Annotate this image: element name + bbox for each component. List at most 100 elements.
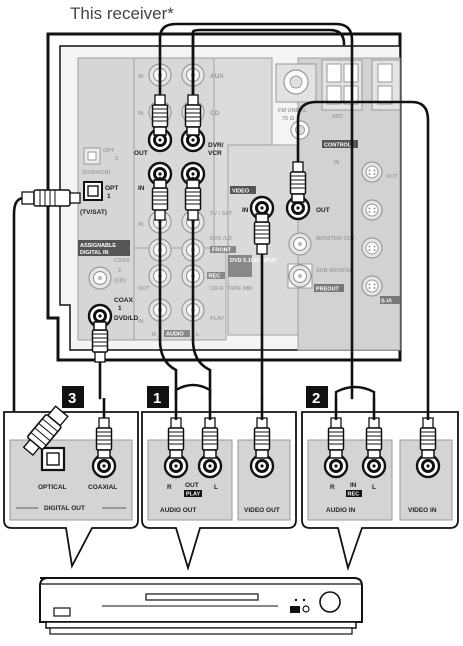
dvd-ld-front-label: DVD /LD <box>210 236 232 242</box>
rec-label: REC <box>209 274 221 280</box>
cable-1-left <box>158 176 178 400</box>
audio-in-l-label: L <box>372 484 376 491</box>
step-2-badge <box>306 386 328 408</box>
cdr-out-label: OUT <box>138 286 150 292</box>
aux-in-label: IN <box>138 74 144 80</box>
opt-2-label: OPT <box>103 148 115 154</box>
opt-1-label: OPT <box>105 185 118 192</box>
coax-dvd-ld-label: DVD/LD <box>114 315 139 322</box>
coax-2-label: COAX <box>114 258 130 264</box>
receiver-rear-panel: FM UNBAL 75 Ω ANT CONTROL IN OUT S-VI MO… <box>46 32 402 362</box>
s-video-jack-4 <box>361 275 383 297</box>
plug-audio-in-l <box>365 417 383 459</box>
opt-1-num: 1 <box>107 193 111 200</box>
opt-2-num: 2 <box>115 156 118 162</box>
opt-dvr-vcr-label: (DVR/VCR) <box>82 170 111 176</box>
preout-label: PREOUT <box>316 287 340 293</box>
cable-1-bridge <box>174 383 212 400</box>
front-panel-slot <box>290 606 300 613</box>
plug-audio-out-l <box>201 417 219 459</box>
tv-sat-label: TV / SAT <box>210 211 233 217</box>
plug-video-out-player <box>253 417 271 459</box>
monitor-out-label: MONITOR OUT <box>316 236 356 242</box>
front-label: FRONT <box>212 248 232 254</box>
audio-in-rec-label: REC <box>348 492 360 498</box>
panel-cable-stubs <box>174 398 430 420</box>
aux-label: AUX <box>210 73 224 80</box>
cable-video-2 <box>296 100 430 400</box>
plug-optical-player <box>22 405 69 457</box>
dvd-recorder-device <box>39 577 363 635</box>
fm-ohm-label: 75 Ω <box>282 116 295 122</box>
cable-2-extra <box>191 28 346 112</box>
step-badges: 3 1 2 <box>62 386 328 408</box>
audio-r-label: R <box>152 332 156 338</box>
dvr-vcr-label-bottom: VCR <box>208 150 222 157</box>
coax-cd-label: (CD) <box>114 278 126 284</box>
cd-label: CD <box>210 110 220 117</box>
audio-label: AUDIO <box>166 332 184 338</box>
video-label: VIDEO <box>232 189 250 195</box>
cdr-in-label: IN <box>138 319 144 325</box>
s-video-out-label: OUT <box>386 174 398 180</box>
digital-out-label: DIGITAL OUT <box>44 505 85 512</box>
video-out-label: OUT <box>316 207 330 214</box>
dvd-51ch-input-label: DVD 5.1CH INPUT <box>230 258 277 264</box>
power-button <box>53 607 71 617</box>
receiver-plugs <box>21 94 307 363</box>
video-in-panel-label: VIDEO IN <box>408 507 437 514</box>
audio-out-play-label: PLAY <box>186 492 200 498</box>
plug-coax-1 <box>91 321 109 363</box>
plug-audio-in-r <box>327 417 345 459</box>
s-video-label: S-VI <box>381 299 392 305</box>
panel-digital-out: OPTICAL COAXIAL DIGITAL OUT <box>3 398 139 569</box>
dvr-vcr-in-label: IN <box>138 185 145 192</box>
control-in-label: IN <box>334 160 340 166</box>
plug-dvr-in-l <box>184 179 202 221</box>
fm-unbal-label: FM UNBAL <box>278 108 307 114</box>
opt-tv-sat-label: (TV/SAT) <box>80 209 107 216</box>
audio-in-label: AUDIO IN <box>326 507 356 514</box>
coax-2-jack <box>88 266 112 290</box>
tv-sat-in-label: IN <box>138 222 144 228</box>
step-3-badge <box>62 386 84 408</box>
audio-in-r-label: R <box>330 484 335 491</box>
dvr-vcr-out-label: OUT <box>134 150 148 157</box>
coax-1-label: COAX <box>114 297 133 304</box>
optical-label: OPTICAL <box>38 484 67 491</box>
step-2-label: 2 <box>312 390 320 407</box>
monitor-out-jack <box>288 232 312 256</box>
volume-knob <box>319 591 341 613</box>
coaxial-label: COAXIAL <box>88 484 117 491</box>
audio-in-in-label: IN <box>350 482 357 489</box>
ant-label: ANT <box>332 114 344 120</box>
plug-dvr-out-r <box>151 94 169 136</box>
coax-1-num: 1 <box>118 305 122 312</box>
dvr-vcr-label-top: DVR/ <box>208 142 224 149</box>
cable-2-left <box>158 22 354 400</box>
assignable-label: ASSIGNABLE <box>80 243 116 249</box>
panel-audio-video-out: R OUT PLAY L AUDIO OUT VIDEO OUT <box>141 411 297 572</box>
step-1-label: 1 <box>153 390 161 407</box>
s-video-jack-2 <box>361 199 383 221</box>
cable-1-right <box>191 176 212 400</box>
cable-2-bridge <box>334 385 376 400</box>
step-3-label: 3 <box>68 390 76 407</box>
step-1-badge <box>147 386 169 408</box>
audio-out-l-label: L <box>214 484 218 491</box>
control-label: CONTROL <box>324 143 352 149</box>
cable-optical-3 <box>12 196 26 432</box>
panel-audio-video-in: R IN REC L AUDIO IN VIDEO IN <box>301 411 459 572</box>
video-out-panel-label: VIDEO OUT <box>244 507 280 514</box>
audio-out-out-label: OUT <box>185 482 199 489</box>
audio-out-r-label: R <box>167 484 172 491</box>
disc-tray <box>145 593 259 601</box>
plug-dvr-in-r <box>151 179 169 221</box>
sub-woofer-label: SUB WOOFER <box>316 268 354 274</box>
plug-video-in-player <box>419 417 437 459</box>
plug-audio-out-r <box>167 417 185 459</box>
plug-video-out <box>289 161 307 203</box>
s-video-jack-3 <box>361 237 383 259</box>
plug-coax-player <box>95 417 113 459</box>
